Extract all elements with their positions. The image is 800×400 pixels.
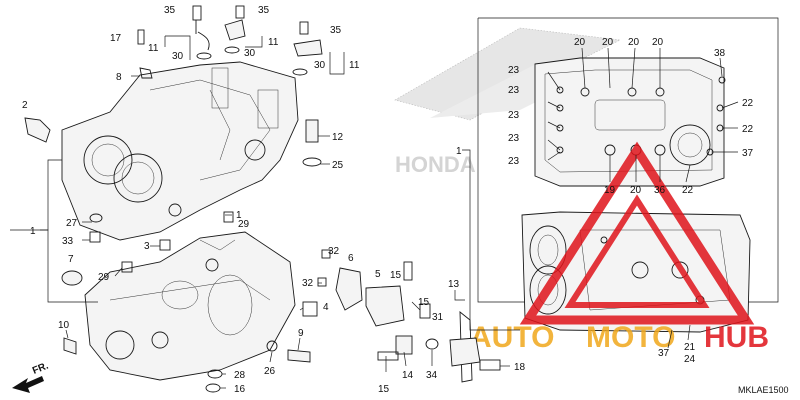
callout: 32 bbox=[302, 278, 314, 289]
callout: 23 bbox=[508, 85, 520, 96]
callout: 27 bbox=[66, 218, 78, 229]
callout: 32 bbox=[328, 246, 340, 257]
callout: 6 bbox=[348, 253, 354, 264]
callout: 13 bbox=[448, 279, 460, 290]
callout: 1 bbox=[236, 210, 242, 221]
callout: 18 bbox=[514, 362, 526, 373]
callout: 15 bbox=[390, 270, 402, 281]
callout: 30 bbox=[314, 60, 326, 71]
callout: 17 bbox=[110, 33, 122, 44]
callout: 19 bbox=[604, 185, 616, 196]
callout: 10 bbox=[58, 320, 70, 331]
callout: 7 bbox=[68, 254, 74, 265]
callout: 35 bbox=[258, 5, 270, 16]
callout: 11 bbox=[349, 60, 360, 71]
callout: 22 bbox=[742, 124, 754, 135]
callout: 24 bbox=[684, 354, 696, 365]
callout: 20 bbox=[630, 185, 642, 196]
wm-moto: MOTO bbox=[586, 321, 675, 354]
upper-crankcase-topview bbox=[534, 57, 726, 187]
callout: 23 bbox=[508, 156, 520, 167]
callout: 38 bbox=[714, 48, 726, 59]
callout: 33 bbox=[62, 236, 74, 247]
callout: 20 bbox=[574, 37, 586, 48]
callout: 34 bbox=[426, 370, 438, 381]
callout: 1 bbox=[456, 146, 462, 157]
callout: 36 bbox=[654, 185, 666, 196]
front-arrow: FR. bbox=[12, 360, 50, 393]
callout-labels: 35 35 17 11 30 11 30 35 11 30 8 2 12 25 … bbox=[22, 5, 754, 395]
callout: 5 bbox=[375, 269, 381, 280]
callout: 29 bbox=[98, 272, 110, 283]
callout: 2 bbox=[22, 100, 28, 111]
wm-hub: HUB bbox=[704, 321, 769, 354]
callout: 20 bbox=[602, 37, 614, 48]
callout: 3 bbox=[144, 241, 150, 252]
wm-auto: AUTO bbox=[470, 321, 554, 354]
callout: 35 bbox=[164, 5, 176, 16]
callout: 23 bbox=[508, 133, 520, 144]
upper-crankcase bbox=[61, 61, 299, 241]
right-frame bbox=[477, 17, 779, 303]
callout: 30 bbox=[172, 51, 184, 62]
small-parts bbox=[24, 5, 501, 393]
callout: 8 bbox=[116, 72, 122, 83]
callout: 14 bbox=[402, 370, 414, 381]
callout: 29 bbox=[238, 219, 250, 230]
callout: 11 bbox=[148, 43, 159, 54]
callout: 21 bbox=[684, 342, 696, 353]
callout: 4 bbox=[323, 302, 329, 313]
leader-lines bbox=[10, 35, 739, 389]
honda-bg-text: HONDA bbox=[395, 152, 476, 177]
callout: 23 bbox=[508, 65, 520, 76]
callout: 20 bbox=[652, 37, 664, 48]
callout: 1 bbox=[30, 226, 36, 237]
callout: 37 bbox=[658, 348, 670, 359]
callout: 35 bbox=[330, 25, 342, 36]
lower-crankcase bbox=[84, 231, 296, 381]
callout: 22 bbox=[682, 185, 694, 196]
diagram-code: MKLAE1500 bbox=[738, 385, 789, 395]
callout: 37 bbox=[742, 148, 754, 159]
callout: 31 bbox=[432, 312, 444, 323]
callout: 26 bbox=[264, 366, 276, 377]
callout: 15 bbox=[418, 297, 430, 308]
callout: 9 bbox=[298, 328, 304, 339]
callout: 25 bbox=[332, 160, 344, 171]
callout: 30 bbox=[244, 48, 256, 59]
callout: 16 bbox=[234, 384, 246, 395]
callout: 23 bbox=[508, 110, 520, 121]
automotohub-watermark: AUTO MOTO HUB bbox=[470, 141, 769, 354]
callout: 15 bbox=[378, 384, 390, 395]
callout: 28 bbox=[234, 370, 246, 381]
callout: 12 bbox=[332, 132, 344, 143]
callout: 11 bbox=[268, 37, 279, 48]
front-arrow-label: FR. bbox=[31, 360, 50, 376]
callout: 20 bbox=[628, 37, 640, 48]
callout: 22 bbox=[742, 98, 754, 109]
